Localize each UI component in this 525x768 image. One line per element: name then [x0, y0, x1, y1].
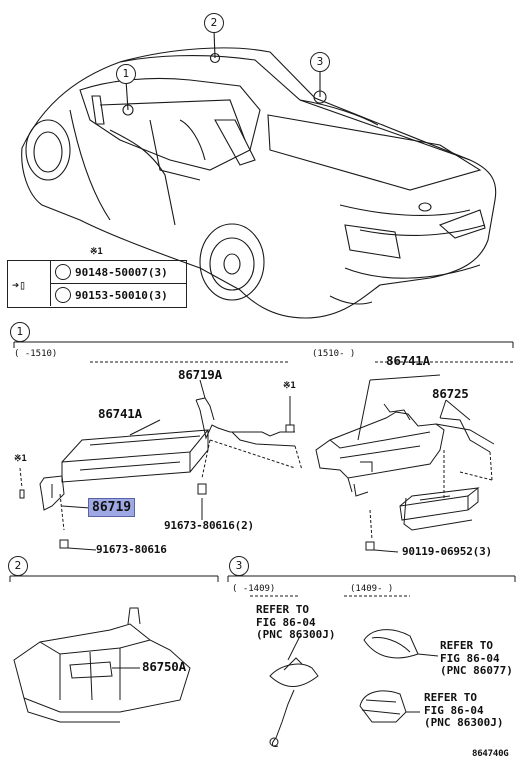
section2-callout: 2 — [8, 556, 28, 576]
amplifier-right — [315, 374, 495, 553]
refer-note-1: REFER TO FIG 86-04 (PNC 86300J) — [256, 603, 336, 641]
part-86741A-right: 86741A — [386, 353, 430, 368]
section1-range-right: (1510- ) — [312, 349, 356, 359]
section1-callout: 1 — [10, 322, 30, 342]
note-mark-b: ※1 — [283, 381, 296, 391]
antenna-assemblies — [269, 629, 439, 747]
figure-id: 864740G — [472, 749, 509, 759]
cross-head-icon — [55, 287, 71, 303]
section3-range-left: ( -1409) — [232, 584, 276, 594]
note-mark-a: ※1 — [14, 454, 27, 464]
bolt-91673-80616: 91673-80616 — [96, 543, 167, 556]
section1-frame — [13, 341, 514, 363]
fastener-part-number: 90153-50010(3) — [75, 289, 168, 302]
section3-callout: 3 — [229, 556, 249, 576]
fastener-row: 90153-50010(3) — [50, 284, 187, 306]
refer-note-2: REFER TO FIG 86-04 (PNC 86077) — [440, 639, 513, 677]
part-86725: 86725 — [432, 386, 469, 401]
callout-3: 3 — [310, 52, 330, 72]
bolt-91673-80616-2: 91673-80616(2) — [164, 519, 254, 532]
fastener-row: 90148-50007(3) — [50, 261, 187, 284]
section23-frames — [9, 575, 516, 597]
section1-range-left: ( -1510) — [14, 349, 58, 359]
callout-2: 2 — [204, 13, 224, 33]
part-86719A: 86719A — [178, 367, 222, 382]
fastener-part-number: 90148-50007(3) — [75, 266, 168, 279]
amplifier-left — [19, 379, 303, 551]
part-86719-highlight[interactable]: 86719 — [88, 498, 136, 517]
hex-head-icon — [55, 264, 71, 280]
callout-1: 1 — [116, 64, 136, 84]
part-86750A: 86750A — [142, 659, 186, 674]
refer-note-3: REFER TO FIG 86-04 (PNC 86300J) — [424, 691, 504, 729]
part-86741A-left: 86741A — [98, 406, 142, 421]
console-assembly — [13, 607, 191, 723]
arrow-bolt-icon: ➔▯ — [12, 278, 27, 292]
car-illustration — [21, 29, 497, 319]
bolt-90119-06952-3: 90119-06952(3) — [402, 545, 492, 558]
section3-range-right: (1409- ) — [350, 584, 394, 594]
fastener-note-mark: ※1 — [90, 247, 103, 257]
fastener-table: ➔▯ 90148-50007(3) 90153-50010(3) — [7, 260, 187, 308]
